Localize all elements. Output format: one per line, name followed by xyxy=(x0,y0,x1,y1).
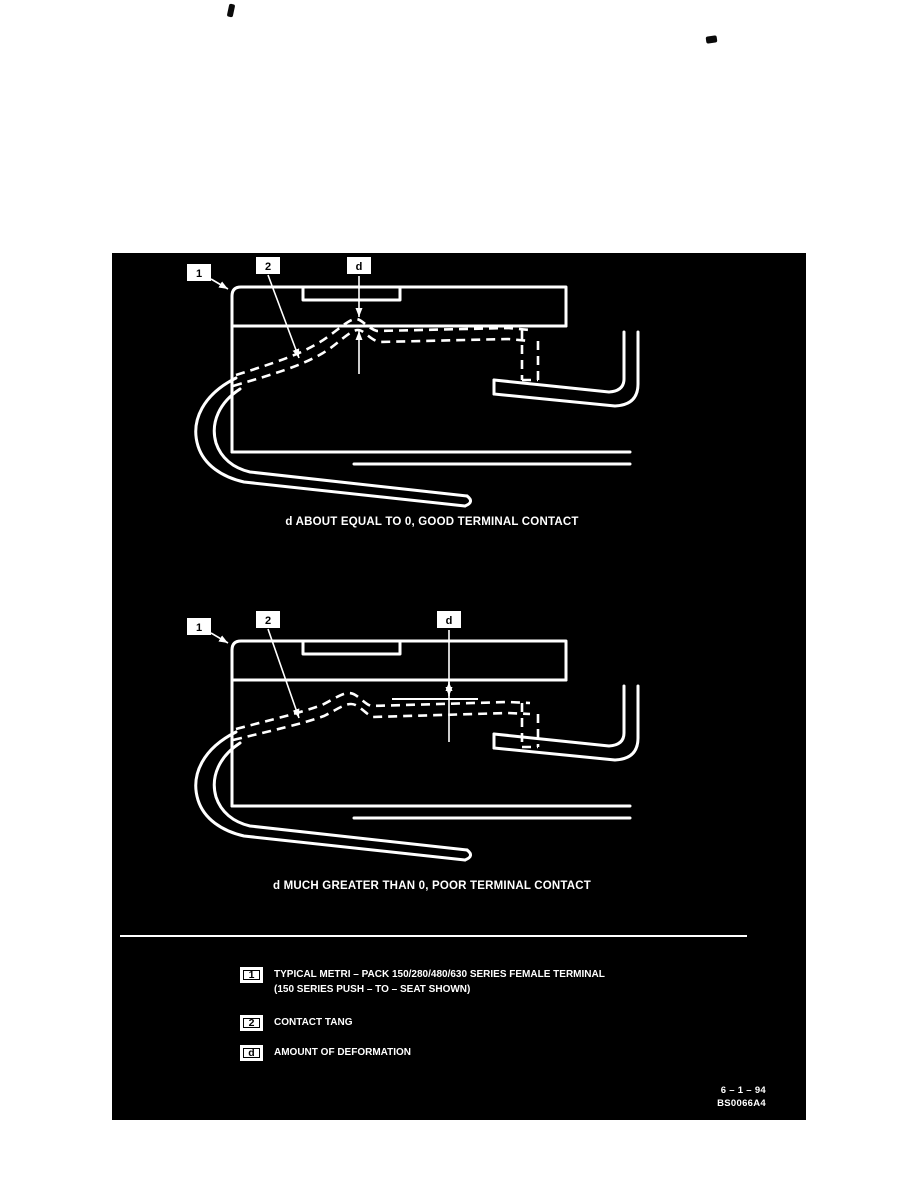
callout-1-leader xyxy=(210,278,229,290)
legend-item-terminal: 1 TYPICAL METRI – PACK 150/280/480/630 S… xyxy=(240,967,605,997)
figure-footer: 6 – 1 – 94 BS0066A4 xyxy=(717,1084,766,1111)
legend-label-terminal: TYPICAL METRI – PACK 150/280/480/630 SER… xyxy=(274,967,605,997)
callouts-poor-contact: 1 2 d xyxy=(187,611,461,742)
legend-divider xyxy=(120,935,747,937)
wire-inner-edge xyxy=(212,741,469,852)
wire-outer-edge xyxy=(194,730,467,862)
terminal-drawing xyxy=(194,285,640,508)
terminal-drawing xyxy=(194,639,640,862)
lock-hook-outer xyxy=(492,684,640,762)
legend-line: CONTACT TANG xyxy=(274,1017,353,1028)
legend-key-2: 2 xyxy=(240,1015,263,1031)
legend-key-d: d xyxy=(240,1045,263,1061)
callouts-good-contact: 1 2 d xyxy=(187,257,371,374)
legend-label-deformation: AMOUNT OF DEFORMATION xyxy=(274,1045,411,1060)
callout-1-label: 1 xyxy=(196,622,202,634)
terminal-top-channel xyxy=(301,285,402,302)
callout-1-box xyxy=(187,264,211,281)
contact-tang-lower-edge xyxy=(232,702,531,742)
diagram-good-contact: 1 2 d xyxy=(187,257,640,508)
terminal-top-channel xyxy=(301,639,402,656)
legend-item-contact-tang: 2 CONTACT TANG xyxy=(240,1015,353,1031)
wire-outer-edge xyxy=(194,376,467,508)
wire-end-cap xyxy=(463,848,472,862)
tang-tip xyxy=(520,330,540,382)
callout-2-box xyxy=(256,611,280,628)
date-code: 6 – 1 – 94 xyxy=(720,1085,766,1096)
legend-item-deformation: d AMOUNT OF DEFORMATION xyxy=(240,1045,411,1061)
terminal-body-outline xyxy=(230,285,568,454)
callout-d-box xyxy=(437,611,461,628)
lock-hook-outer xyxy=(492,330,640,408)
callout-2-leader xyxy=(267,628,300,719)
callout-1-leader xyxy=(210,632,229,644)
figure-panel: 1 2 d d ABOUT EQUAL TO 0, GOOD TERMINAL … xyxy=(112,253,806,1120)
callout-2-label: 2 xyxy=(265,261,271,273)
diagram-poor-contact: 1 2 d xyxy=(187,611,640,862)
caption-poor-contact: d MUCH GREATER THAN 0, POOR TERMINAL CON… xyxy=(272,880,591,892)
callout-d-box xyxy=(347,257,371,274)
caption-good-contact: d ABOUT EQUAL TO 0, GOOD TERMINAL CONTAC… xyxy=(285,516,579,528)
legend-line: TYPICAL METRI – PACK 150/280/480/630 SER… xyxy=(274,969,605,980)
contact-tang-lower-edge xyxy=(232,328,531,388)
legend-line: (150 SERIES PUSH – TO – SEAT SHOWN) xyxy=(274,984,471,995)
callout-1-box xyxy=(187,618,211,635)
callout-d-label: d xyxy=(446,615,453,627)
callout-1-label: 1 xyxy=(196,268,202,280)
callout-2-box xyxy=(256,257,280,274)
scan-artifact xyxy=(705,35,718,44)
legend-label-contact-tang: CONTACT TANG xyxy=(274,1015,353,1030)
legend-key-1: 1 xyxy=(240,967,263,983)
lock-hook-inner xyxy=(492,684,626,748)
wire-end-cap xyxy=(463,494,472,508)
tang-tip xyxy=(520,703,540,749)
callout-d-label: d xyxy=(356,261,363,273)
callout-2-label: 2 xyxy=(265,615,271,627)
terminal-body-outline xyxy=(230,639,568,808)
legend-line: AMOUNT OF DEFORMATION xyxy=(274,1047,412,1058)
callout-2-leader xyxy=(267,274,300,359)
contact-tang-upper-edge xyxy=(235,691,531,731)
scan-artifact xyxy=(226,3,236,18)
contact-tang-upper-edge xyxy=(235,317,531,377)
wire-inner-edge xyxy=(212,387,469,498)
figure-code: BS0066A4 xyxy=(717,1098,766,1110)
lock-hook-inner xyxy=(492,330,626,394)
